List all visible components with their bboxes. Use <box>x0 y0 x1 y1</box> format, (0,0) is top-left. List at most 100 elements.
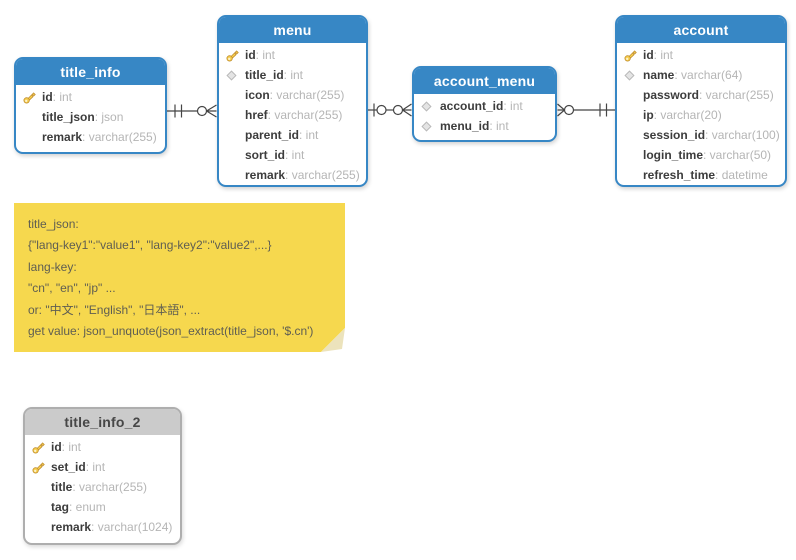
field-name: menu_id <box>440 119 490 133</box>
field-row-set_id[interactable]: set_id: int <box>25 457 180 477</box>
key-icon <box>226 49 245 62</box>
field-type: : int <box>52 90 73 104</box>
field-name: parent_id <box>245 128 300 142</box>
note-line: lang-key: <box>28 259 77 274</box>
field-row-remark[interactable]: remark: varchar(1024) <box>25 517 180 537</box>
diamond-icon <box>421 120 440 132</box>
field-type: : int <box>285 148 305 162</box>
table-header[interactable]: account_menu <box>414 68 555 94</box>
field-row-remark[interactable]: remark: varchar(255) <box>16 127 165 147</box>
field-row-password[interactable]: password: varchar(255) <box>617 85 785 105</box>
diamond-icon <box>226 69 245 81</box>
field-row-name[interactable]: name: varchar(64) <box>617 65 785 85</box>
field-row-href[interactable]: href: varchar(255) <box>219 105 366 125</box>
field-type: : varchar(20) <box>653 108 722 122</box>
table-header[interactable]: menu <box>219 17 366 43</box>
field-type: : varchar(255) <box>269 88 345 102</box>
table-header[interactable]: title_info <box>16 59 165 85</box>
field-name: title <box>51 480 73 494</box>
field-name: tag <box>51 500 69 514</box>
field-row-title_id[interactable]: title_id: int <box>219 65 366 85</box>
field-row-sort_id[interactable]: sort_id: int <box>219 145 366 165</box>
field-name: title_id <box>245 68 284 82</box>
table-title: account_menu <box>433 73 536 89</box>
table-header[interactable]: account <box>617 17 785 43</box>
sticky-note[interactable]: title_json:{"lang-key1":"value1", "lang-… <box>14 203 345 352</box>
field-name: id <box>42 90 53 104</box>
table-title: title_info_2 <box>64 414 141 430</box>
relationship-menu-account_menu[interactable] <box>368 103 412 117</box>
field-type: : varchar(255) <box>285 168 360 182</box>
field-row-id[interactable]: id: int <box>25 437 180 457</box>
field-type: : varchar(1024) <box>91 520 173 534</box>
note-line: "cn", "en", "jp" ... <box>28 281 116 296</box>
field-type: : int <box>255 48 276 62</box>
table-title: menu <box>273 22 312 38</box>
field-type: : enum <box>69 500 106 514</box>
field-row-id[interactable]: id: int <box>219 45 366 65</box>
diamond-icon <box>624 69 643 81</box>
field-name: name <box>643 68 675 82</box>
field-name: remark <box>245 168 286 182</box>
note-line: get value: json_unquote(json_extract(tit… <box>28 324 314 339</box>
field-row-id[interactable]: id: int <box>16 87 165 107</box>
field-type: : int <box>283 68 304 82</box>
field-name: id <box>643 48 654 62</box>
field-row-session_id[interactable]: session_id: varchar(100) <box>617 125 785 145</box>
field-type: : varchar(255) <box>82 130 157 144</box>
field-row-account_id[interactable]: account_id: int <box>414 96 555 116</box>
key-icon <box>624 49 643 62</box>
field-row-icon[interactable]: icon: varchar(255) <box>219 85 366 105</box>
table-header[interactable]: title_info_2 <box>25 409 180 435</box>
field-name: login_time <box>643 148 704 162</box>
relationship-account_menu-account[interactable] <box>557 103 616 117</box>
field-row-title_json[interactable]: title_json: json <box>16 107 165 127</box>
field-row-refresh_time[interactable]: refresh_time: datetime <box>617 165 785 185</box>
field-row-remark[interactable]: remark: varchar(255) <box>219 165 366 185</box>
field-type: : varchar(50) <box>703 148 772 162</box>
field-row-id[interactable]: id: int <box>617 45 785 65</box>
field-name: href <box>245 108 268 122</box>
field-type: : int <box>503 99 523 113</box>
field-name: id <box>51 440 62 454</box>
field-name: ip <box>643 108 654 122</box>
relationship-title_info-menu[interactable] <box>167 104 217 118</box>
field-type: : varchar(255) <box>267 108 343 122</box>
field-type: : int <box>299 128 319 142</box>
diamond-icon <box>421 100 440 112</box>
field-type: : int <box>489 119 509 133</box>
field-row-login_time[interactable]: login_time: varchar(50) <box>617 145 785 165</box>
field-name: remark <box>42 130 83 144</box>
field-name: password <box>643 88 700 102</box>
field-type: : varchar(100) <box>705 128 780 142</box>
field-name: icon <box>245 88 270 102</box>
field-type: : varchar(255) <box>699 88 774 102</box>
field-type: : datetime <box>715 168 768 182</box>
note-lines: title_json:{"lang-key1":"value1", "lang-… <box>28 213 345 342</box>
field-type: : int <box>61 440 82 454</box>
field-type: : varchar(64) <box>674 68 743 82</box>
field-name: account_id <box>440 99 504 113</box>
field-row-title[interactable]: title: varchar(255) <box>25 477 180 497</box>
field-name: title_json <box>42 110 95 124</box>
key-icon <box>32 461 51 474</box>
field-type: : int <box>653 48 674 62</box>
key-icon <box>23 91 42 104</box>
field-name: remark <box>51 520 92 534</box>
field-row-ip[interactable]: ip: varchar(20) <box>617 105 785 125</box>
field-row-parent_id[interactable]: parent_id: int <box>219 125 366 145</box>
field-type: : json <box>94 110 124 124</box>
table-title: account <box>673 22 729 38</box>
field-row-menu_id[interactable]: menu_id: int <box>414 116 555 136</box>
field-row-tag[interactable]: tag: enum <box>25 497 180 517</box>
